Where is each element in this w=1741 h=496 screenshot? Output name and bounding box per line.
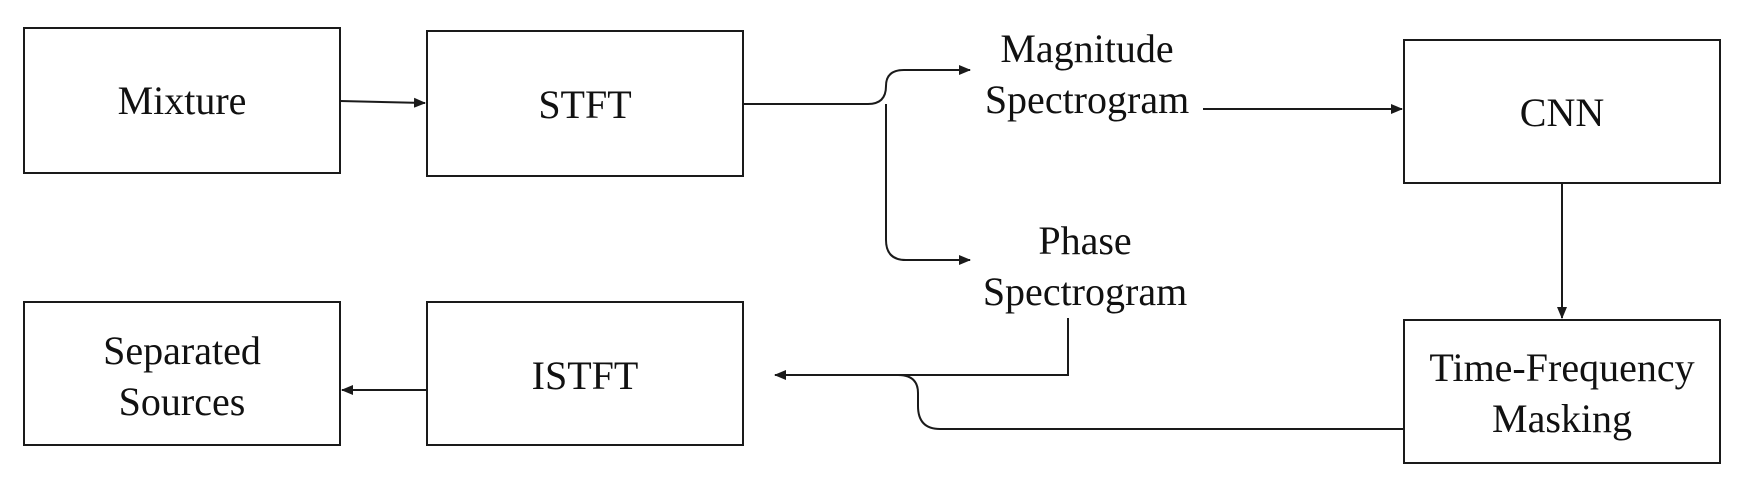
phase-label-line1: Phase <box>1038 218 1131 263</box>
time-frequency-masking-box: Time-Frequency Masking <box>1403 319 1721 464</box>
magnitude-label-line2: Spectrogram <box>985 77 1189 122</box>
istft-label: ISTFT <box>532 353 639 398</box>
line-phase-to-junction <box>900 318 1069 376</box>
arrow-mixture-to-stft <box>339 97 426 108</box>
mixture-label: Mixture <box>118 78 247 123</box>
istft-box: ISTFT <box>426 301 744 446</box>
separated-label-line1: Separated <box>103 328 261 373</box>
line-masking-to-junction <box>897 374 1404 430</box>
magnitude-spectrogram-node: Magnitude Spectrogram <box>985 26 1189 122</box>
phase-spectrogram-node: Phase Spectrogram <box>983 218 1187 314</box>
stft-label: STFT <box>538 82 631 127</box>
arrow-stft-to-magnitude <box>743 65 971 105</box>
separated-label-line2: Sources <box>119 379 246 424</box>
mixture-box: Mixture <box>23 27 341 174</box>
magnitude-label-line1: Magnitude <box>1000 26 1173 71</box>
stft-box: STFT <box>426 30 744 177</box>
arrow-stft-to-phase <box>885 104 971 265</box>
cnn-label: CNN <box>1520 90 1604 135</box>
phase-label-line2: Spectrogram <box>983 269 1187 314</box>
separated-sources-box: Separated Sources <box>23 301 341 446</box>
tf-masking-label-line2: Masking <box>1492 396 1632 441</box>
cnn-box: CNN <box>1403 39 1721 184</box>
tf-masking-label-line1: Time-Frequency <box>1429 345 1694 390</box>
